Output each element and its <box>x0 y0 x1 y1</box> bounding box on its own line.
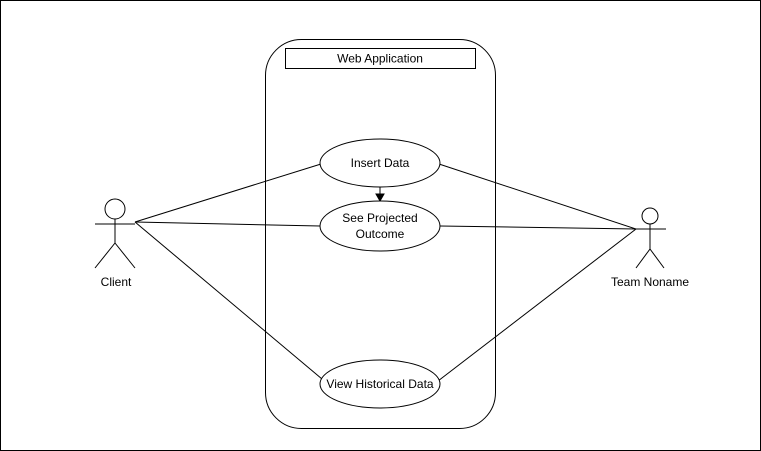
association-team-see-projected-outcome <box>439 225 637 230</box>
use-case-insert-data: Insert Data <box>319 138 441 188</box>
actor-team-label: Team Noname <box>611 275 689 289</box>
association-client-see-projected-outcome <box>134 221 321 227</box>
include-arrow-head <box>375 193 385 203</box>
association-team-view-historical-data <box>437 228 637 382</box>
actor-client-head-icon <box>104 198 126 220</box>
association-client-view-historical-data <box>134 221 323 380</box>
actor-team <box>634 207 666 269</box>
use-case-insert-data-label: Insert Data <box>351 156 410 170</box>
actor-team-leg-left <box>635 248 651 269</box>
association-team-insert-data <box>438 163 637 230</box>
actor-client-leg-left <box>94 242 116 269</box>
use-case-see-projected-outcome: See Projected Outcome <box>319 200 441 252</box>
association-client-insert-data <box>134 163 322 223</box>
system-title: Web Application <box>337 52 423 66</box>
actor-team-head-icon <box>641 207 659 225</box>
use-case-see-projected-outcome-ellipse <box>319 200 441 252</box>
use-case-insert-data-ellipse <box>319 138 441 188</box>
use-case-view-historical-data-ellipse <box>319 359 441 409</box>
actor-client-leg-right <box>114 242 136 269</box>
actor-team-leg-right <box>649 248 665 269</box>
actor-client-label: Client <box>101 275 132 289</box>
use-case-see-projected-outcome-line1: See Projected <box>342 211 417 225</box>
use-case-see-projected-outcome-line2: Outcome <box>356 227 405 241</box>
use-case-view-historical-data-label: View Historical Data <box>326 377 433 391</box>
actor-client <box>94 198 136 269</box>
associations <box>134 163 637 382</box>
system-title-box <box>285 48 476 69</box>
use-case-view-historical-data: View Historical Data <box>319 359 441 409</box>
